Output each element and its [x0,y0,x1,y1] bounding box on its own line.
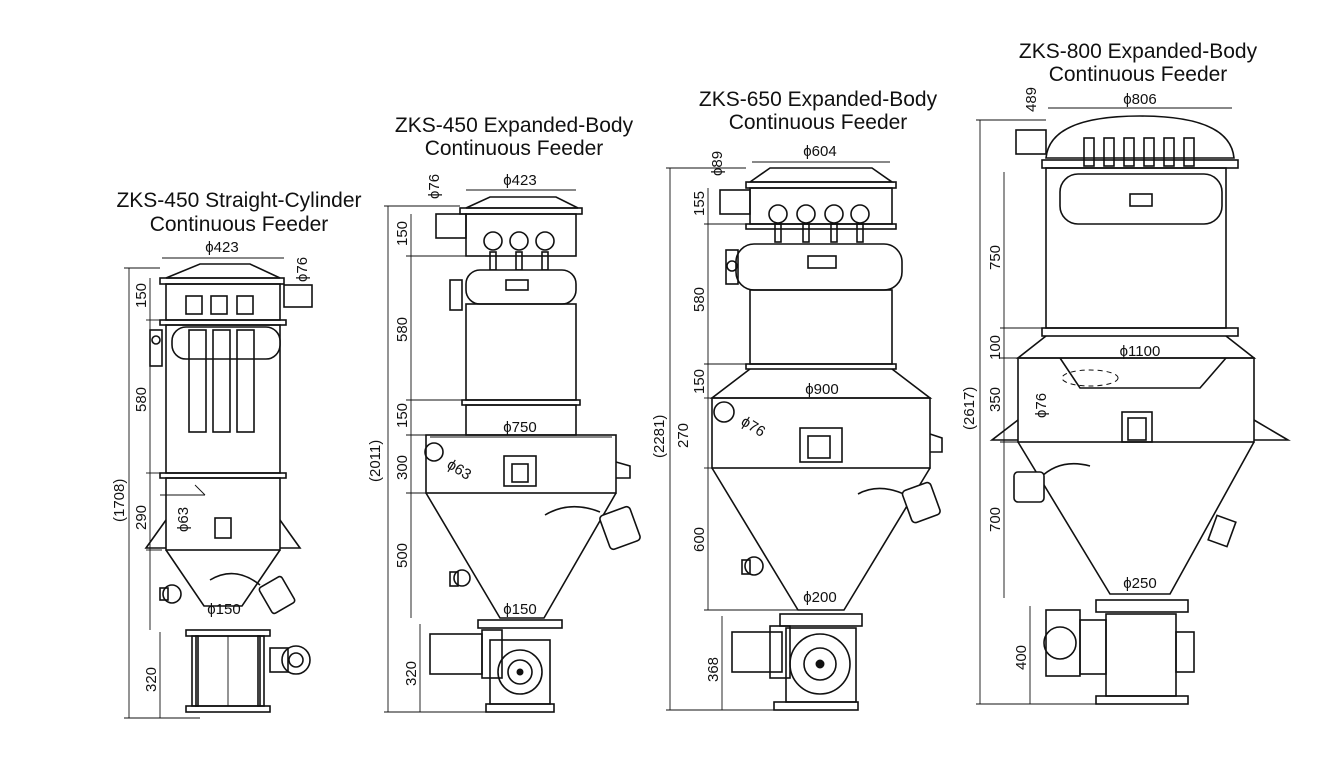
unit3-dim-600: 600 [691,527,708,552]
unit4-outlet-diameter: ϕ250 [1123,575,1156,592]
unit2-pipe-diameter: ϕ76 [426,174,443,199]
unit4-top-diameter: ϕ806 [1123,91,1156,108]
zks450-expanded-drawing: ZKS-450 Expanded-Body Continuous Feeder … [367,114,641,713]
unit3-outlet-diameter: ϕ200 [803,589,836,606]
unit4-dim-350: 350 [987,387,1004,412]
unit4-total-height: (2617) [961,387,978,430]
unit3-title-line1: ZKS-650 Expanded-Body [699,88,938,111]
unit1-top-diameter: ϕ423 [205,239,238,256]
unit1-dim-290: 290 [133,505,150,530]
unit1-outlet-diameter: ϕ150 [207,601,240,618]
unit3-inlet-diameter: ϕ76 [738,413,768,441]
unit2-body-diameter: ϕ750 [503,419,536,436]
unit1-dim-320: 320 [143,667,160,692]
zks800-expanded-drawing: ZKS-800 Expanded-Body Continuous Feeder … [961,40,1291,705]
unit4-inlet-diameter: ϕ76 [1033,393,1050,418]
unit3-dim-368: 368 [705,657,722,682]
unit4-dim-400: 400 [1013,645,1030,670]
unit4-dim-750: 750 [987,245,1004,270]
unit3-body-diameter: ϕ900 [805,381,838,398]
unit2-dim-580: 580 [394,317,411,342]
unit1-dim-150: 150 [133,283,150,308]
unit2-outlet-diameter: ϕ150 [503,601,536,618]
unit4-pipe-dimension: 489 [1023,87,1040,112]
unit3-dim-155: 155 [691,191,708,216]
unit2-inlet-diameter: ϕ63 [444,456,474,484]
unit2-dim-150b: 150 [394,403,411,428]
unit1-title-line1: ZKS-450 Straight-Cylinder [116,189,361,212]
unit3-dim-150: 150 [691,369,708,394]
unit1-dim-580: 580 [133,387,150,412]
unit2-top-diameter: ϕ423 [503,172,536,189]
unit2-dim-320: 320 [403,661,420,686]
unit2-title-line1: ZKS-450 Expanded-Body [395,114,634,137]
unit2-dim-300: 300 [394,455,411,480]
unit4-title-line1: ZKS-800 Expanded-Body [1019,40,1258,63]
unit3-dim-580: 580 [691,287,708,312]
unit4-dim-700: 700 [987,507,1004,532]
unit3-pipe-diameter: ϕ89 [709,151,726,176]
unit4-body-diameter: ϕ1100 [1120,343,1161,360]
unit2-total-height: (2011) [367,440,384,482]
unit1-total-height: (1708) [111,479,128,522]
unit3-title-line2: Continuous Feeder [729,111,908,134]
unit2-title-line2: Continuous Feeder [425,137,604,160]
unit4-dim-100: 100 [987,335,1004,360]
zks650-expanded-drawing: ZKS-650 Expanded-Body Continuous Feeder … [651,88,943,711]
unit3-dim-270: 270 [675,423,692,448]
unit1-title-line2: Continuous Feeder [150,213,329,236]
unit1-pipe-diameter: ϕ76 [294,257,311,282]
unit2-dim-500: 500 [394,543,411,568]
unit3-top-diameter: ϕ604 [803,143,836,160]
unit2-dim-150a: 150 [394,221,411,246]
zks450-straight-drawing: ZKS-450 Straight-Cylinder Continuous Fee… [111,189,362,719]
unit4-title-line2: Continuous Feeder [1049,63,1228,86]
unit1-inlet-diameter: ϕ63 [175,507,192,532]
unit3-total-height: (2281) [651,415,668,458]
